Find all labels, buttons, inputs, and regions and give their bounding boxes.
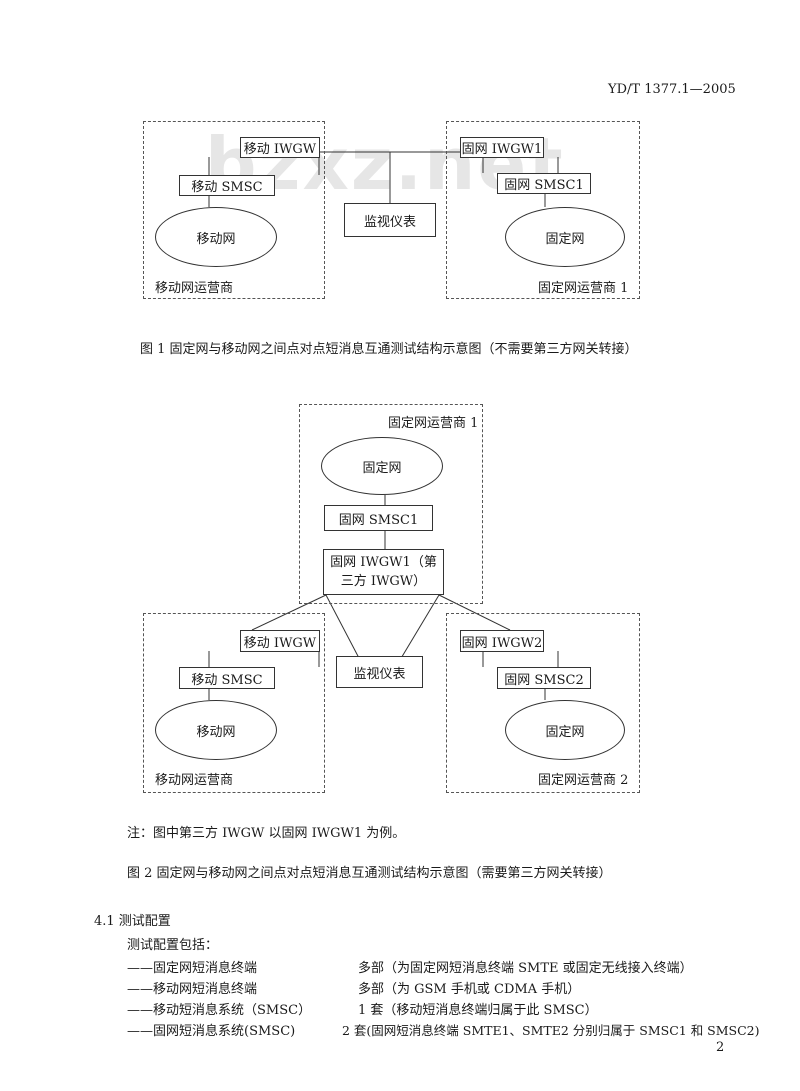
mobile-iwgw-box-2: 移动 IWGW — [240, 630, 320, 652]
top-fixed-operator-label: 固定网运营商 1 — [388, 416, 479, 431]
config-item-desc: 多部（为固定网短消息终端 SMTE 或固定无线接入终端） — [358, 961, 693, 976]
fixed-operator-region-2 — [446, 613, 640, 793]
monitor-instrument-box-2: 监视仪表 — [336, 656, 423, 688]
mobile-operator-region-2 — [143, 613, 325, 793]
section-heading: 4.1 测试配置 — [94, 914, 171, 929]
mobile-operator-label-2: 移动网运营商 — [155, 773, 234, 788]
third-party-iwgw-box: 固网 IWGW1（第 三方 IWGW） — [323, 549, 444, 595]
third-party-iwgw-line-2: 三方 IWGW） — [340, 574, 427, 589]
fixed-smsc-box-2: 固网 SMSC2 — [497, 667, 591, 689]
mobile-iwgw-box: 移动 IWGW — [240, 137, 320, 158]
top-fixed-smsc-box: 固网 SMSC1 — [324, 505, 433, 531]
figure-2-note: 注：图中第三方 IWGW 以固网 IWGW1 为例。 — [127, 826, 406, 841]
config-item-name: ——固定网短消息终端 — [127, 961, 258, 976]
fixed-network-ellipse: 固定网 — [505, 207, 625, 267]
mobile-operator-label: 移动网运营商 — [155, 281, 234, 296]
config-item-name: ——移动网短消息终端 — [127, 982, 258, 997]
page-number: 2 — [716, 1040, 725, 1055]
figure-2-caption: 图 2 固定网与移动网之间点对点短消息互通测试结构示意图（需要第三方网关转接） — [127, 866, 612, 881]
config-item-desc: 多部（为 GSM 手机或 CDMA 手机） — [358, 982, 581, 997]
fixed-iwgw-box-2: 固网 IWGW2 — [460, 630, 544, 652]
fixed-operator-label-2: 固定网运营商 2 — [538, 773, 629, 788]
mobile-network-ellipse: 移动网 — [155, 207, 277, 267]
config-item-name: ——移动短消息系统（SMSC） — [127, 1003, 312, 1018]
third-party-iwgw-line-1: 固网 IWGW1（第 — [330, 555, 437, 570]
fixed-smsc-box: 固网 SMSC1 — [497, 173, 591, 194]
mobile-network-ellipse-2: 移动网 — [155, 700, 277, 760]
monitor-instrument-box: 监视仪表 — [344, 203, 436, 237]
top-fixed-network-ellipse: 固定网 — [321, 437, 443, 495]
figure-1-caption: 图 1 固定网与移动网之间点对点短消息互通测试结构示意图（不需要第三方网关转接） — [140, 342, 638, 357]
mobile-smsc-box: 移动 SMSC — [179, 175, 275, 196]
config-item-desc: 2 套(固网短消息终端 SMTE1、SMTE2 分别归属于 SMSC1 和 SM… — [342, 1023, 760, 1038]
config-item-name: ——固网短消息系统(SMSC) — [127, 1024, 296, 1039]
config-item-desc: 1 套（移动短消息终端归属于此 SMSC） — [358, 1003, 598, 1018]
fixed-iwgw-box: 固网 IWGW1 — [460, 137, 544, 158]
mobile-smsc-box-2: 移动 SMSC — [179, 667, 275, 689]
section-intro: 测试配置包括： — [127, 938, 219, 953]
fixed-network-ellipse-2: 固定网 — [505, 700, 625, 760]
top-fixed-operator-region — [299, 404, 483, 604]
fixed-operator-label: 固定网运营商 1 — [538, 281, 629, 296]
document-id: YD/T 1377.1—2005 — [608, 82, 736, 97]
mobile-operator-region — [143, 121, 325, 299]
fixed-operator-region — [446, 121, 640, 299]
